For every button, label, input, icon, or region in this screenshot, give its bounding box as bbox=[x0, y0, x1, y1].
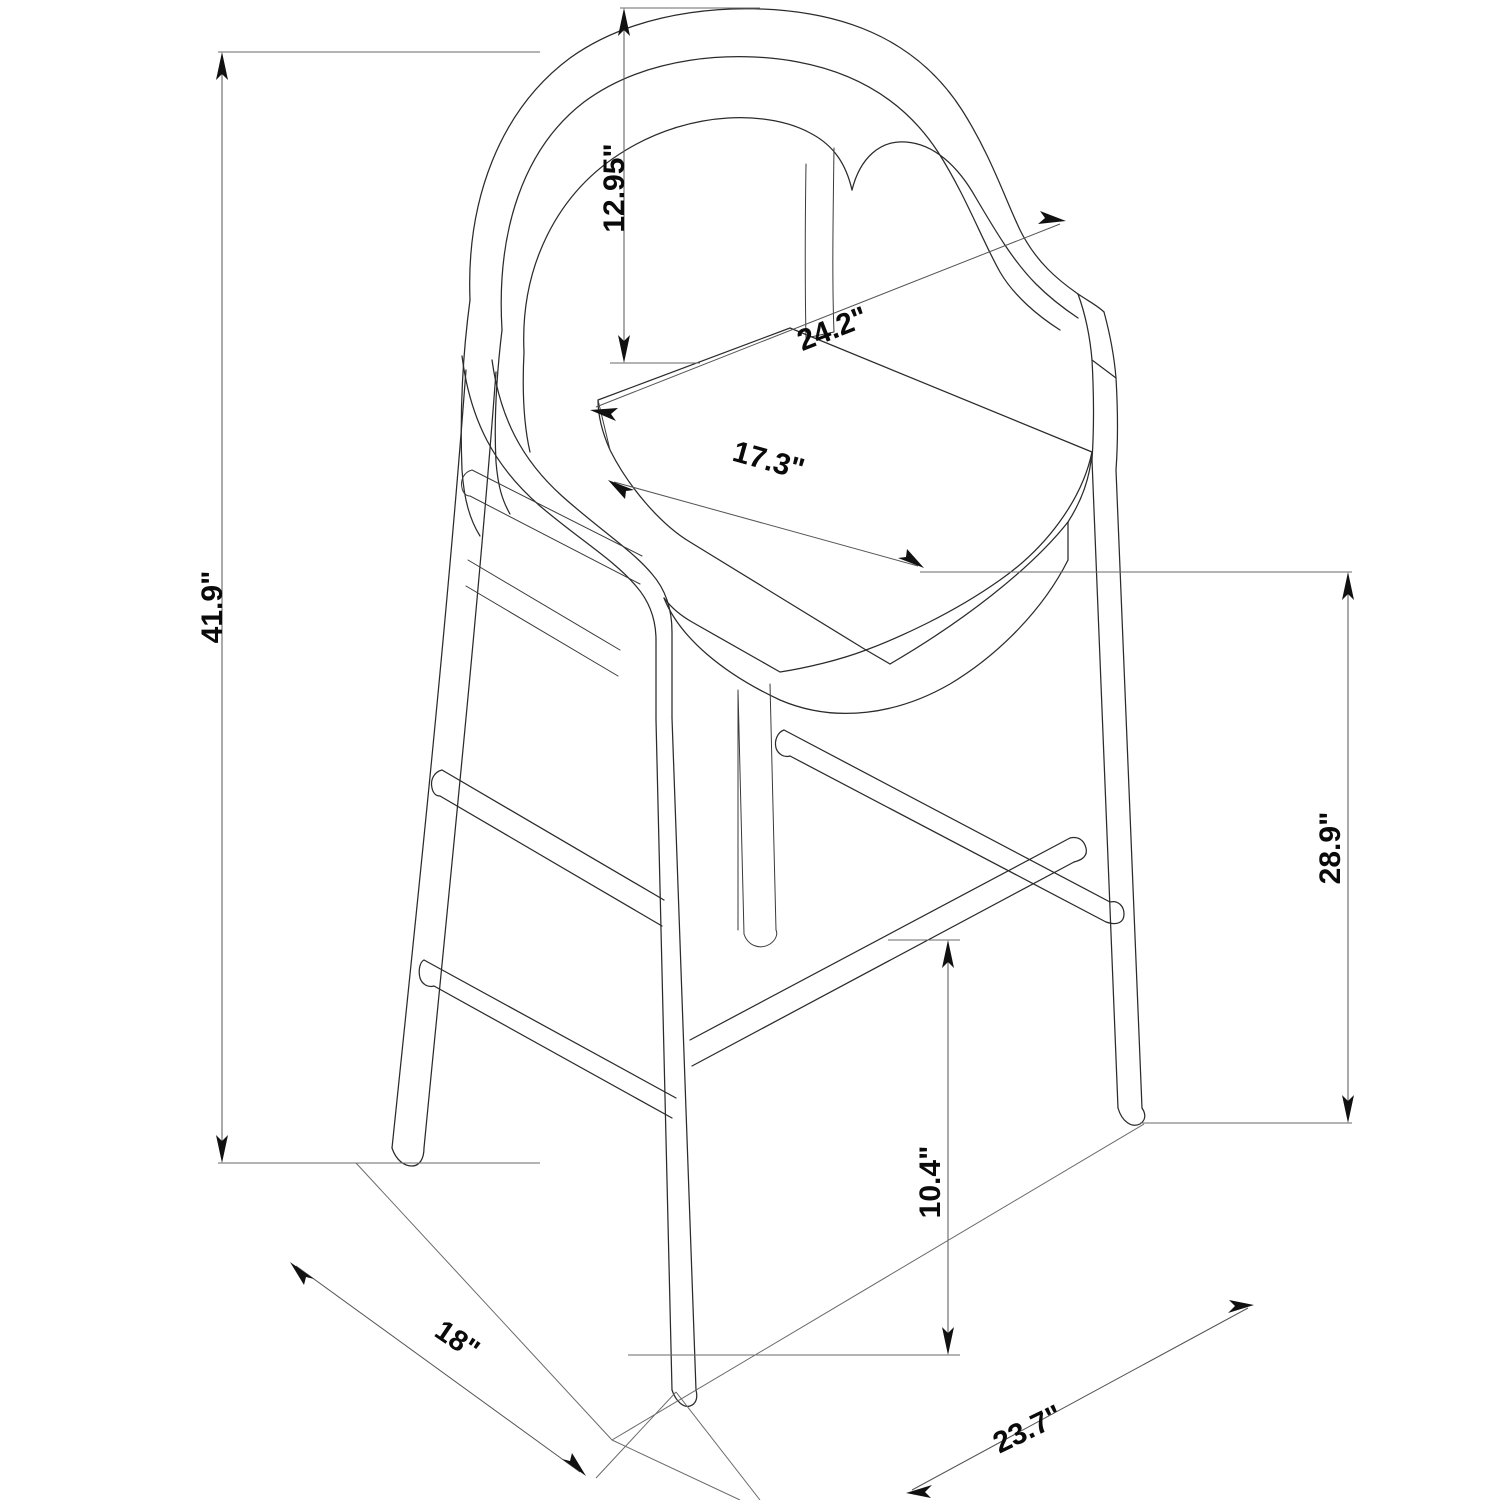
dimension-label-overall-width: 24.2" bbox=[793, 301, 873, 358]
dimension-label-base-depth: 18" bbox=[429, 1314, 485, 1366]
left-arm-post bbox=[461, 355, 673, 721]
dimension-seat-depth: 17.3" bbox=[608, 435, 924, 568]
dimension-label-base-width: 23.7" bbox=[988, 1399, 1068, 1460]
dimension-label-seat-depth: 17.3" bbox=[729, 435, 808, 486]
seat bbox=[597, 327, 1093, 714]
stool-outline-group bbox=[391, 8, 1146, 1407]
backrest-outer bbox=[460, 8, 1105, 537]
dimension-label-back-height: 12.95" bbox=[598, 143, 631, 232]
dimension-overall-width: 24.2" bbox=[590, 211, 1066, 421]
dimension-base-width: 23.7" bbox=[906, 1300, 1254, 1498]
dimension-label-seat-height: 28.9" bbox=[1314, 812, 1347, 885]
dimension-seat-height: 28.9" bbox=[920, 571, 1354, 1124]
base-projection-lines bbox=[355, 1123, 1145, 1500]
legs bbox=[391, 369, 1146, 1407]
dimension-label-footrest-height: 10.4" bbox=[914, 1146, 947, 1219]
dimension-footrest-height: 10.4" bbox=[628, 939, 960, 1356]
dimension-label-overall-height: 41.9" bbox=[196, 571, 229, 644]
back-spindle bbox=[804, 147, 835, 339]
backrest-inner-panel bbox=[522, 117, 1079, 453]
stretchers bbox=[418, 469, 1125, 1119]
dimension-base-depth: 18" bbox=[290, 1262, 586, 1476]
dimension-back-height: 12.95" bbox=[598, 7, 760, 364]
dimension-overall-height: 41.9" bbox=[196, 51, 540, 1164]
right-arm-post bbox=[1077, 293, 1119, 471]
